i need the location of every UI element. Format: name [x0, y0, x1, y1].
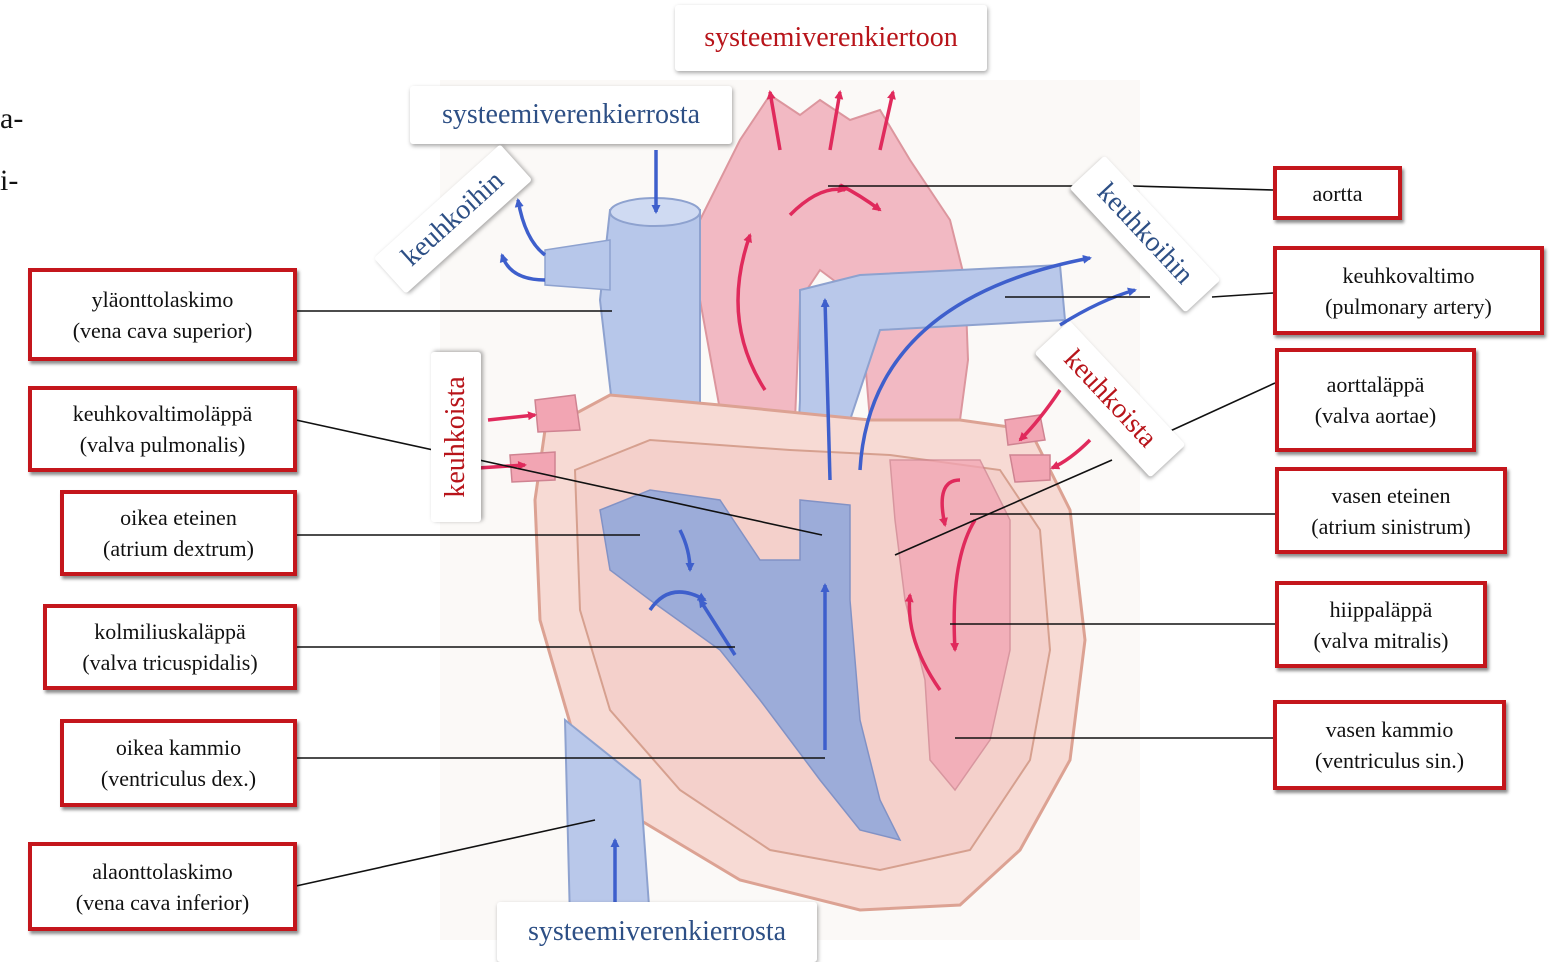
label-latin: (atrium sinistrum) [1311, 511, 1470, 542]
pulmonary-vein-left-1 [535, 395, 580, 432]
label-name: aorttaläppä [1327, 369, 1425, 400]
label-left-atrium: vasen eteinen (atrium sinistrum) [1275, 467, 1507, 554]
pulmonary-vein-right-2 [1010, 455, 1050, 482]
edge-text-line-1: a- [0, 88, 23, 150]
label-right-ventricle: oikea kammio (ventriculus dex.) [60, 719, 297, 807]
label-name: hiippaläppä [1330, 594, 1433, 625]
label-mitral-valve: hiippaläppä (valva mitralis) [1275, 581, 1487, 668]
edge-text-line-2: i- [0, 150, 23, 212]
label-name: oikea kammio [116, 732, 241, 763]
label-right-atrium: oikea eteinen (atrium dextrum) [60, 490, 297, 576]
label-latin: (ventriculus sin.) [1315, 745, 1464, 776]
label-name: keuhkovaltimo [1343, 260, 1475, 291]
label-latin: (ventriculus dex.) [101, 763, 256, 794]
label-latin: (valva pulmonalis) [80, 429, 246, 460]
label-name: keuhkovaltimoläppä [73, 398, 253, 429]
label-left-ventricle: vasen kammio (ventriculus sin.) [1273, 700, 1506, 790]
label-latin: (valva tricuspidalis) [82, 647, 257, 678]
label-latin: (atrium dextrum) [103, 533, 254, 564]
label-name: oikea eteinen [120, 502, 237, 533]
flow-from-systemic-circulation-bottom: systeemiverenkierrosta [497, 902, 817, 962]
label-name: alaonttolaskimo [92, 856, 233, 887]
label-superior-vena-cava: yläonttolaskimo (vena cava superior) [28, 268, 297, 361]
label-latin: (valva mitralis) [1313, 625, 1448, 656]
flow-from-systemic-circulation-top: systeemiverenkierrosta [410, 86, 732, 144]
label-latin: (pulmonary artery) [1325, 291, 1492, 322]
label-tricuspid-valve: kolmiliuskaläppä (valva tricuspidalis) [43, 604, 297, 690]
flow-from-lungs-left: keuhkoista [431, 352, 481, 522]
edge-text: a- i- [0, 88, 23, 212]
label-name: kolmiliuskaläppä [94, 616, 246, 647]
label-aorta: aortta [1273, 166, 1402, 220]
label-name: aortta [1312, 178, 1362, 209]
label-name: vasen eteinen [1331, 480, 1450, 511]
label-name: yläonttolaskimo [92, 284, 234, 315]
label-latin: (valva aortae) [1315, 400, 1437, 431]
label-inferior-vena-cava: alaonttolaskimo (vena cava inferior) [28, 842, 297, 931]
label-pulmonary-valve: keuhkovaltimoläppä (valva pulmonalis) [28, 386, 297, 472]
label-aortic-valve: aorttaläppä (valva aortae) [1275, 348, 1476, 452]
label-latin: (vena cava superior) [73, 315, 253, 346]
label-pulmonary-artery: keuhkovaltimo (pulmonary artery) [1273, 246, 1544, 335]
label-latin: (vena cava inferior) [76, 887, 249, 918]
label-name: vasen kammio [1326, 714, 1454, 745]
flow-to-systemic-circulation: systeemiverenkiertoon [675, 5, 987, 71]
